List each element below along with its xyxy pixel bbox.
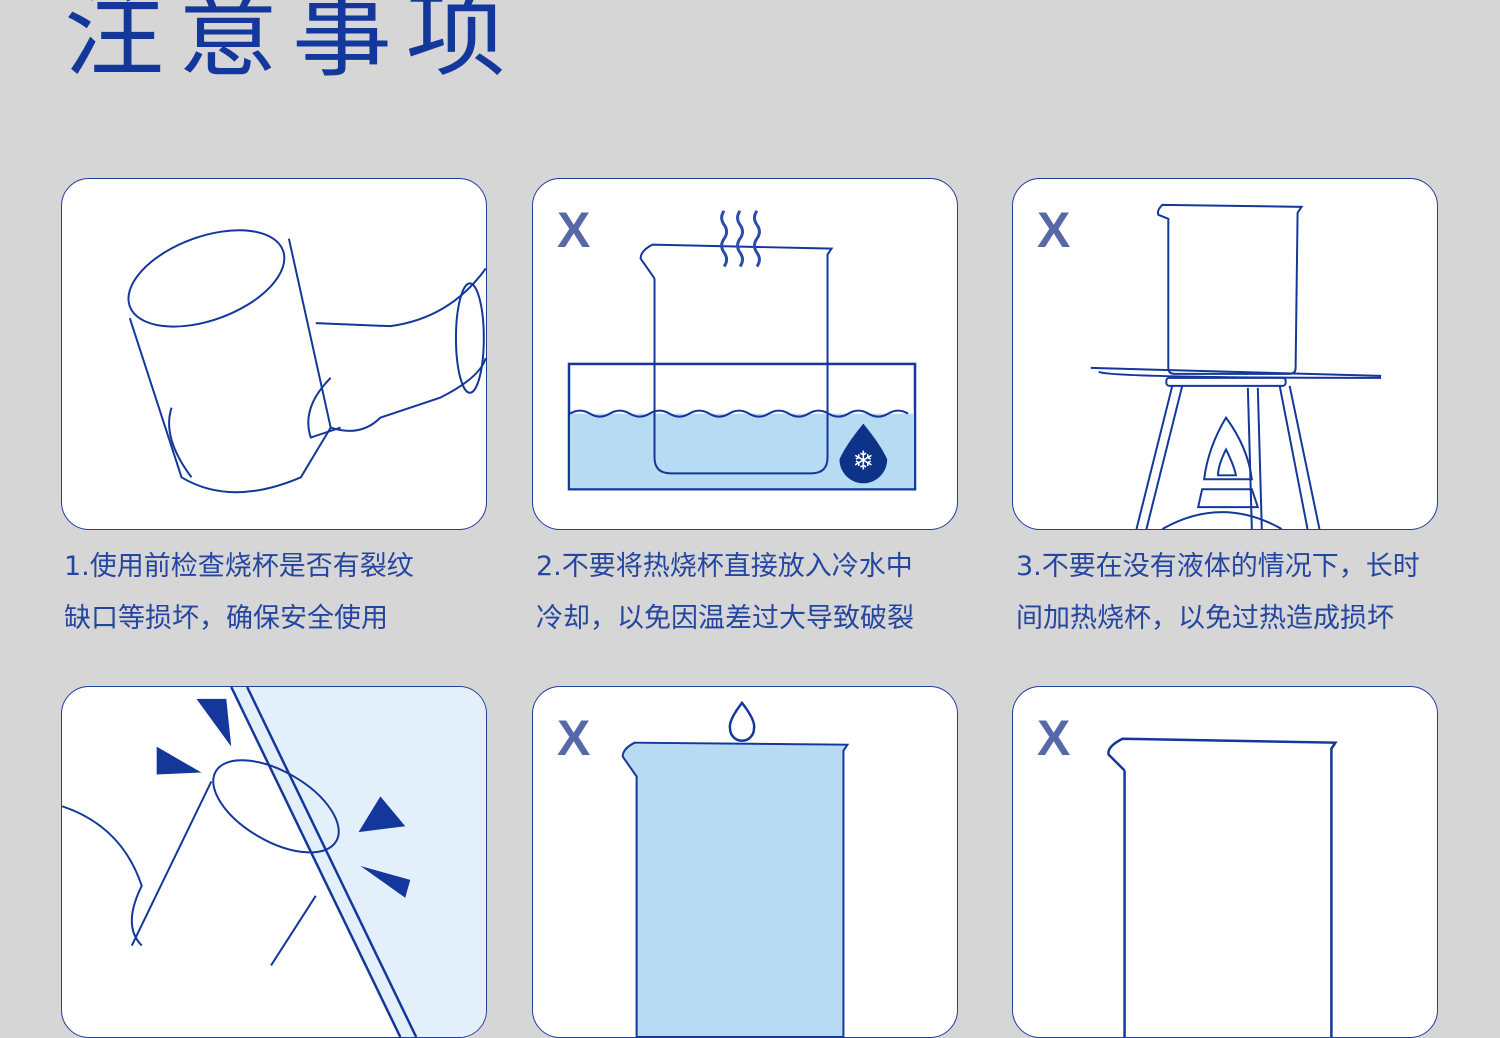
caption-line: 1.使用前检查烧杯是否有裂纹 bbox=[64, 551, 414, 582]
card-overfill: X bbox=[532, 686, 958, 1038]
full-beaker-illustration bbox=[621, 700, 850, 1037]
card-no-dry-heating: X bbox=[1012, 178, 1438, 530]
prohibited-x-icon: X bbox=[557, 710, 591, 766]
svg-text:❄: ❄ bbox=[852, 446, 874, 476]
impact-marks-icon bbox=[156, 698, 411, 898]
caption-1: 1.使用前检查烧杯是否有裂纹 缺口等损坏，确保安全使用 bbox=[64, 541, 494, 645]
caption-line: 2.不要将热烧杯直接放入冷水中 bbox=[536, 551, 913, 582]
card-check-beaker bbox=[61, 178, 487, 530]
card-empty-beaker: X bbox=[1012, 686, 1438, 1038]
empty-beaker-illustration bbox=[1107, 737, 1338, 1037]
water-drop-icon bbox=[728, 700, 756, 742]
caption-line: 冷却，以免因温差过大导致破裂 bbox=[536, 603, 914, 634]
prohibited-x-icon: X bbox=[1037, 710, 1071, 766]
prohibited-x-icon: X bbox=[1037, 202, 1071, 258]
prohibited-x-icon: X bbox=[557, 202, 591, 258]
empty-beaker-on-burner-illustration bbox=[1090, 203, 1382, 529]
hot-beaker-in-cold-water-illustration: ❄ bbox=[567, 209, 917, 491]
caption-3: 3.不要在没有液体的情况下，长时 间加热烧杯，以免过热造成损坏 bbox=[1016, 541, 1446, 645]
page-title: 注意事项 bbox=[64, 0, 520, 91]
snowflake-drop-icon bbox=[839, 423, 888, 484]
card-no-cold-water: ❄ X bbox=[532, 178, 958, 530]
caption-2: 2.不要将热烧杯直接放入冷水中 冷却，以免因温差过大导致破裂 bbox=[536, 541, 966, 645]
caption-line: 3.不要在没有液体的情况下，长时 bbox=[1016, 551, 1420, 582]
beaker-inspection-illustration bbox=[127, 229, 486, 494]
card-glass-impact bbox=[61, 686, 487, 1038]
caption-line: 缺口等损坏，确保安全使用 bbox=[64, 603, 388, 634]
beaker-impact-illustration bbox=[62, 687, 486, 1037]
caption-line: 间加热烧杯，以免过热造成损坏 bbox=[1016, 603, 1394, 634]
